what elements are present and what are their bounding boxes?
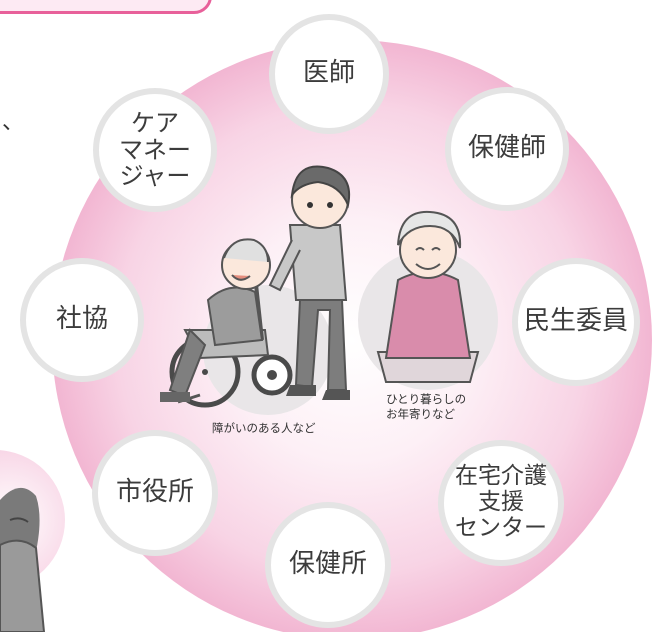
- node-welfare-commissioner: 民生委員: [512, 258, 640, 386]
- caption-elderly-living-alone: ひとり暮らしの お年寄りなど: [386, 392, 467, 421]
- node-home-care-support-center: 在宅介護 支援 センター: [438, 440, 564, 566]
- section-tab: [0, 0, 212, 14]
- node-public-health-nurse: 保健師: [445, 87, 569, 211]
- caregiver-illustration: [268, 165, 350, 400]
- node-city-hall: 市役所: [92, 430, 218, 556]
- node-social-welfare-council: 社協: [20, 258, 144, 382]
- node-doctor: 医師: [269, 14, 389, 134]
- elderly-woman-illustration: [376, 210, 480, 383]
- node-care-manager: ケア マネー ジャー: [93, 88, 217, 212]
- margin-text: 、: [2, 110, 25, 135]
- node-health-center: 保健所: [265, 502, 391, 628]
- elderly-man-illustration: [160, 238, 271, 402]
- caption-disabled-people: 障がいのある人など: [212, 421, 316, 435]
- partial-person-illustration: [0, 487, 46, 632]
- wheelchair-illustration: [169, 274, 293, 408]
